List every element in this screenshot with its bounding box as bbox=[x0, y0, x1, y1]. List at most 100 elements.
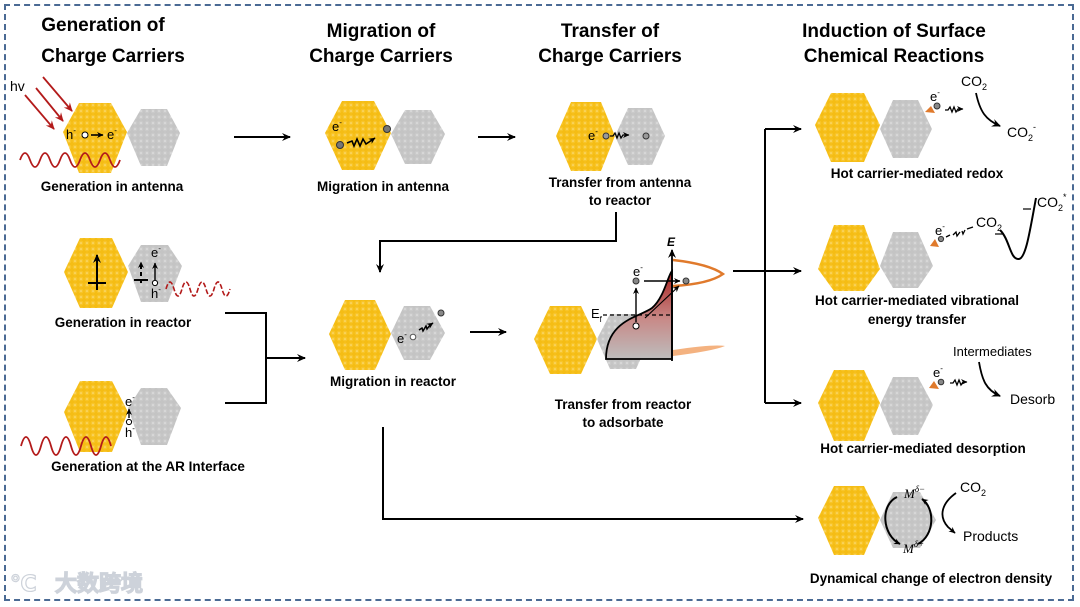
molecule-label: CO2 bbox=[976, 214, 1002, 233]
header-induction: Induction of Surface Chemical Reactions bbox=[802, 21, 986, 67]
panel-hot-carrier-vibrational: e- CO2 CO2* Hot carrier-mediated vibrati… bbox=[815, 192, 1067, 327]
electron-dot bbox=[437, 309, 445, 317]
electron-dot bbox=[933, 102, 941, 110]
caption-transfer-antenna-reactor-line1: Transfer from antenna bbox=[549, 175, 692, 190]
reactor-hexagon bbox=[880, 377, 933, 435]
antenna-particle bbox=[92, 101, 126, 102]
electron-label: e- bbox=[935, 222, 945, 238]
reactant-label: Intermediates bbox=[953, 344, 1032, 359]
light-wave bbox=[19, 152, 121, 168]
flow-connector bbox=[382, 427, 804, 523]
caption-migration-in-reactor: Migration in reactor bbox=[330, 374, 457, 389]
caption-migration-in-antenna: Migration in antenna bbox=[317, 179, 449, 194]
caption-electron-density-change: Dynamical change of electron density bbox=[810, 571, 1053, 586]
watermark: ℃ 大数跨境 bbox=[9, 570, 143, 597]
header-transfer: Transfer of Charge Carriers bbox=[538, 21, 682, 67]
electron-dot bbox=[632, 277, 640, 285]
hole-label: h- bbox=[125, 424, 135, 440]
header-migration-line1: Migration of bbox=[327, 21, 436, 42]
antenna-hexagon bbox=[63, 103, 127, 173]
caption-hot-carrier-vibrational-line1: Hot carrier-mediated vibrational bbox=[815, 293, 1019, 308]
hole-dot bbox=[151, 279, 159, 287]
flow-bracket bbox=[225, 312, 267, 404]
caption-hot-carrier-redox: Hot carrier-mediated redox bbox=[831, 166, 1004, 181]
header-induction-line1: Induction of Surface bbox=[802, 21, 986, 42]
antenna-hexagon bbox=[329, 300, 391, 370]
caption-hot-carrier-desorption: Hot carrier-mediated desorption bbox=[820, 441, 1026, 456]
caption-transfer-reactor-adsorbate-line1: Transfer from reactor bbox=[555, 397, 692, 412]
adsorption-site-marker bbox=[925, 106, 935, 113]
light-wave bbox=[165, 281, 231, 297]
reactor-hexagon bbox=[880, 232, 933, 288]
antenna-hexagon bbox=[64, 381, 128, 452]
photon-label: hv bbox=[10, 78, 25, 94]
antenna-hexagon bbox=[818, 486, 880, 555]
antenna-hexagon bbox=[534, 306, 597, 374]
caption-transfer-reactor-adsorbate-line2: to adsorbate bbox=[582, 415, 664, 430]
electron-label: e- bbox=[125, 393, 135, 409]
reactant-label: CO2 bbox=[961, 73, 987, 92]
antenna-hexagon bbox=[325, 101, 391, 170]
panel-electron-density-change: Mδ− Mδ+ CO2 Products Dynamical change of… bbox=[810, 479, 1053, 586]
hole-dot bbox=[409, 333, 417, 341]
flow-connector bbox=[376, 212, 617, 273]
electron-dot bbox=[937, 235, 945, 243]
electron-label: e- bbox=[332, 118, 342, 134]
relaxation-arrow bbox=[644, 285, 680, 319]
panel-transfer-reactor-to-adsorbate: E Ef e- Transfer from reactor to adsorba… bbox=[534, 235, 726, 430]
reactant-label: CO2 bbox=[960, 479, 986, 498]
reaction-arrow bbox=[975, 92, 1001, 127]
light-arrow bbox=[42, 76, 73, 112]
migration-arrow bbox=[418, 322, 434, 333]
reactor-hexagon bbox=[391, 306, 445, 360]
electron-dot bbox=[383, 125, 391, 133]
electron-dot bbox=[602, 132, 610, 140]
metal-positive-label: Mδ+ bbox=[902, 539, 924, 556]
reactor-hexagon bbox=[880, 492, 936, 548]
panel-hot-carrier-redox: e- CO2 CO2- Hot carrier-mediated redox bbox=[815, 73, 1036, 181]
panel-transfer-antenna-to-reactor: e- Transfer from antenna to reactor bbox=[549, 102, 692, 208]
adsorption-site-marker bbox=[930, 239, 939, 247]
header-induction-line2: Chemical Reactions bbox=[804, 46, 985, 67]
hole-label: h- bbox=[151, 285, 161, 301]
excited-molecule-label: CO2* bbox=[1037, 192, 1067, 213]
hole-dot bbox=[125, 418, 133, 426]
energy-transfer-arrow bbox=[945, 105, 964, 114]
panel-migration-in-reactor: e- Migration in reactor bbox=[329, 300, 457, 389]
hole-dot bbox=[81, 131, 89, 139]
antenna-hexagon bbox=[556, 102, 615, 171]
watermark-text: 大数跨境 bbox=[55, 571, 143, 597]
migration-arrow bbox=[346, 136, 376, 149]
cycle-arrow-down bbox=[884, 496, 901, 545]
adsorbate-empty-state bbox=[672, 258, 726, 288]
potential-well-curve bbox=[999, 197, 1037, 260]
light-arrow bbox=[24, 94, 55, 130]
electron-label: e- bbox=[588, 127, 598, 143]
header-generation-line1: Generation of bbox=[41, 15, 165, 36]
energy-axis-label: E bbox=[667, 235, 676, 249]
header-generation-line2: Charge Carriers bbox=[41, 46, 185, 67]
antenna-hexagon bbox=[818, 370, 880, 441]
electron-dot bbox=[336, 141, 344, 149]
fermi-label: Ef bbox=[591, 306, 603, 324]
reaction-arrow bbox=[978, 361, 1001, 397]
reactor-hexagon bbox=[128, 388, 181, 445]
panel-migration-in-antenna: e- Migration in antenna bbox=[317, 101, 449, 194]
antenna-hexagon bbox=[815, 93, 880, 162]
caption-generation-at-interface: Generation at the AR Interface bbox=[51, 459, 245, 474]
energy-transfer-arrow bbox=[945, 226, 974, 238]
panel-generation-at-interface: e- h- Generation at the AR Interface bbox=[20, 381, 245, 474]
header-migration: Migration of Charge Carriers bbox=[309, 21, 453, 67]
electron-label: e- bbox=[933, 364, 943, 380]
reactor-hexagon bbox=[880, 100, 932, 158]
hole-dot bbox=[632, 322, 640, 330]
panel-generation-in-reactor: e- h- Generation in reactor bbox=[55, 238, 231, 330]
antenna-hexagon bbox=[818, 225, 880, 291]
adsorbate-filled-state bbox=[673, 345, 725, 356]
electron-label: e- bbox=[107, 126, 117, 142]
header-transfer-line2: Charge Carriers bbox=[538, 46, 682, 67]
electron-label: e- bbox=[397, 330, 407, 346]
caption-generation-in-antenna: Generation in antenna bbox=[41, 179, 184, 194]
hole-label: h- bbox=[66, 126, 76, 142]
energy-transfer-arrow bbox=[950, 378, 968, 387]
